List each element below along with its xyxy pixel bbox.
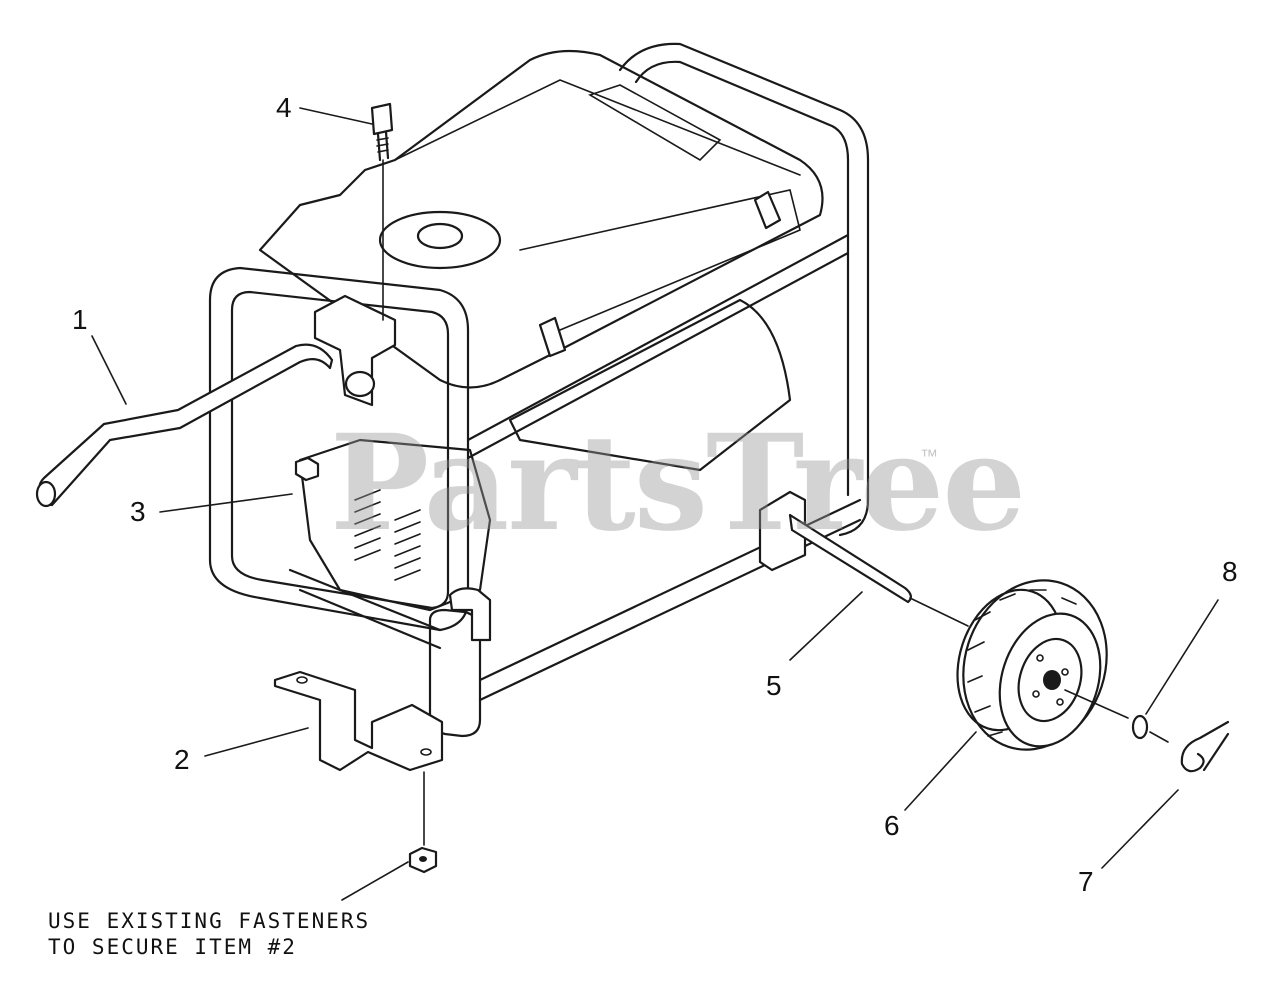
callout-3: 3 xyxy=(130,496,146,527)
frame-rear-loop-inner xyxy=(634,60,850,497)
fuel-cap-ring xyxy=(378,210,502,270)
bracket-hole-left xyxy=(296,676,308,684)
shroud-lower-panel xyxy=(519,189,801,331)
frame-top-rail xyxy=(466,233,850,460)
callout-6: 6 xyxy=(884,810,900,841)
grommet-right xyxy=(753,190,782,230)
support-bracket xyxy=(273,670,444,772)
callout-4: 4 xyxy=(276,92,292,123)
engine-rear-housing xyxy=(508,298,792,472)
bracket-hole-right xyxy=(420,748,432,756)
washer-guide-line xyxy=(1149,731,1169,743)
assembly-note-line2: TO SECURE ITEM #2 xyxy=(48,935,297,959)
axle-bracket xyxy=(758,490,807,572)
watermark-trademark: ™ xyxy=(920,446,938,466)
callout-5: 5 xyxy=(766,670,782,701)
shroud-top-edge xyxy=(394,79,801,176)
engine-block xyxy=(298,438,492,612)
generator-shroud xyxy=(258,49,824,389)
leader-lines xyxy=(91,107,1219,901)
bolt xyxy=(370,102,394,321)
fuel-cap xyxy=(416,222,464,250)
assembly-note: USE EXISTING FASTENERS TO SECURE ITEM #2 xyxy=(48,908,370,960)
watermark-logo: PartsTree xyxy=(330,406,1026,561)
callout-2: 2 xyxy=(174,744,190,775)
handle-bar xyxy=(38,343,334,507)
handle-grip-end xyxy=(35,480,57,508)
washer xyxy=(1131,714,1149,740)
grommet-center xyxy=(538,316,567,358)
nut xyxy=(294,456,320,482)
axle xyxy=(788,513,912,604)
callout-1: 1 xyxy=(72,304,88,335)
frame-elbow xyxy=(448,587,492,642)
wheel-guide-line xyxy=(1064,689,1129,719)
axle-guide-line xyxy=(909,597,969,627)
hairpin-clip xyxy=(1180,720,1230,773)
frame-front-loop-inner xyxy=(230,290,450,610)
cooling-vents xyxy=(354,489,421,581)
callout-8: 8 xyxy=(1222,556,1238,587)
callout-7: 7 xyxy=(1078,866,1094,897)
fuel-panel xyxy=(588,84,722,162)
handle-mount-knob xyxy=(344,370,376,398)
frame-rear-loop xyxy=(618,42,870,537)
wheel xyxy=(956,579,1108,751)
assembly-note-line1: USE EXISTING FASTENERS xyxy=(48,909,371,933)
flange-nut-bore xyxy=(419,856,427,862)
frame-base-rail xyxy=(288,568,442,650)
